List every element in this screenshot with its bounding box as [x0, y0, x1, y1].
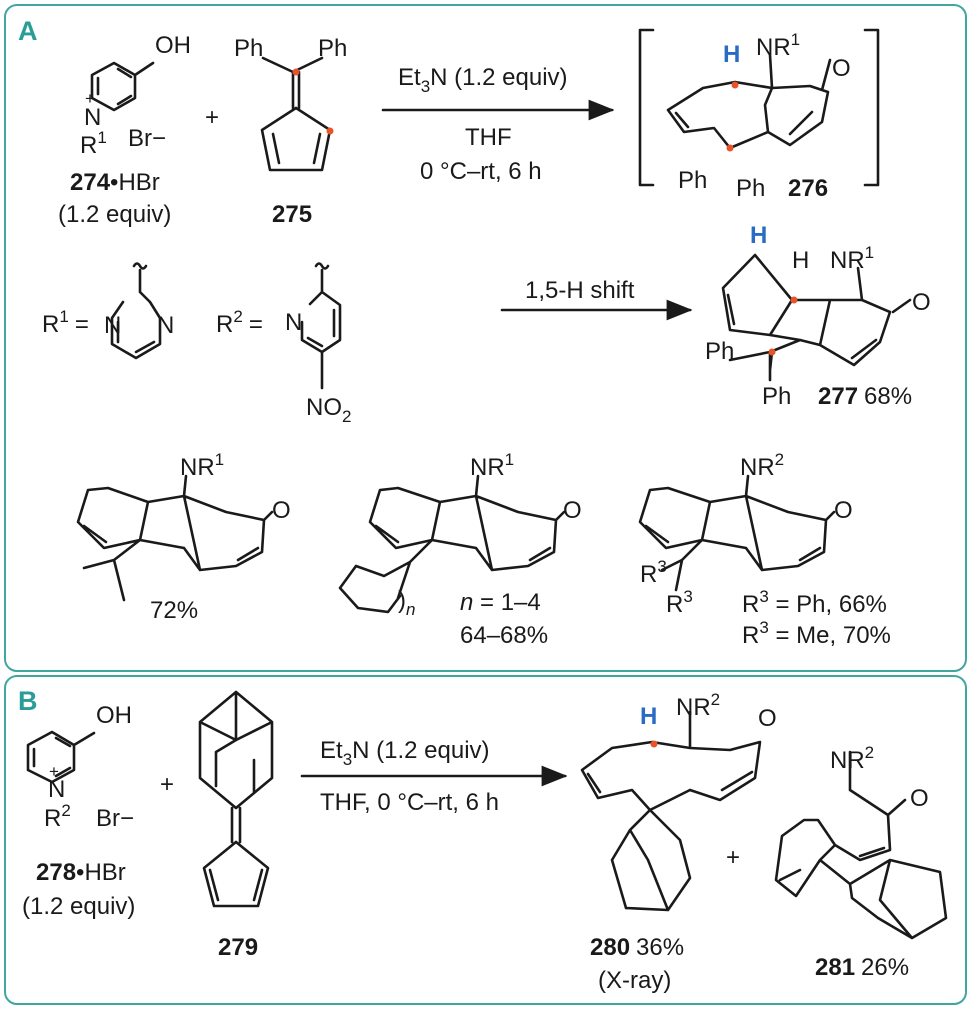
migrating-hydrogen-276: H: [723, 41, 740, 68]
phenyl-277-bottom: Ph: [762, 383, 791, 410]
compound-278-structure: [26, 730, 96, 784]
plus-sign-b: +: [160, 771, 174, 798]
scope-3-r3-lower: R3: [666, 587, 693, 618]
hydrogen-277: H: [792, 247, 809, 274]
scope-3-structure: [638, 474, 836, 592]
intermediate-276-structure: [638, 28, 880, 187]
compound-279-structure: [198, 690, 274, 908]
bromide-counterion: Br−: [128, 125, 166, 152]
conditions-b-reagent: Et3N (1.2 equiv): [320, 737, 490, 769]
compound-274-label: 274•HBr: [70, 169, 160, 196]
nitro-group: NO2: [306, 394, 351, 426]
plus-sign: +: [205, 104, 219, 131]
pyrimidine-n1: N: [104, 312, 121, 339]
product-281-structure: [774, 750, 948, 940]
r1-definition: R1=: [42, 307, 89, 338]
conditions-solvent: THF: [465, 124, 512, 151]
compound-274-structure: [90, 61, 155, 112]
pyrimidine-n2: N: [157, 312, 174, 339]
product-280-structure: [580, 710, 762, 912]
scope-1-nr: NR1: [180, 450, 224, 481]
panel-b-frame: [4, 675, 967, 1005]
compound-274-equiv: (1.2 equiv): [58, 201, 171, 228]
phenyl-left: Ph: [234, 35, 263, 62]
scope-3-yield-me: R3 = Me, 70%: [742, 618, 891, 649]
pyrimidine-structure: [110, 262, 162, 360]
r1-substituent: R1: [80, 128, 107, 159]
positive-charge-278: +: [49, 762, 59, 781]
compound-275-label: 275: [272, 201, 312, 228]
product-280-xray-note: (X-ray): [598, 967, 671, 994]
nr2-bridge-280: NR2: [676, 690, 720, 721]
compound-278-equiv: (1.2 equiv): [22, 893, 135, 920]
r2-definition: R2=: [216, 307, 263, 338]
phenyl-276-right: Ph: [736, 175, 765, 202]
carbonyl-o-277: O: [912, 289, 931, 316]
product-277-structure: [721, 253, 912, 382]
scope-3-nr: NR2: [740, 450, 784, 481]
migrated-hydrogen-280: H: [640, 703, 657, 730]
phenyl-277-top: Ph: [705, 338, 734, 365]
pyridinium-n-278: N: [48, 776, 65, 803]
carbonyl-o-280: O: [758, 705, 777, 732]
compound-279-label: 279: [218, 934, 258, 961]
phenyl-276-left: Ph: [678, 167, 707, 194]
hydride-shift-label: 1,5-H shift: [525, 277, 635, 304]
scope-2-yield: 64–68%: [460, 622, 548, 649]
oh-group-278: OH: [96, 702, 132, 729]
scope-1-yield: 72%: [150, 597, 198, 624]
phenyl-right: Ph: [318, 35, 347, 62]
scope-3-carbonyl-o: O: [834, 497, 853, 524]
scope-3-yield-ph: R3 = Ph, 66%: [742, 587, 887, 618]
oh-group: OH: [155, 32, 191, 59]
nr1-bridge-277: NR1: [830, 243, 874, 274]
positive-charge: +: [85, 89, 95, 108]
r2-substituent: R2: [44, 801, 71, 832]
scope-2-carbonyl-o: O: [563, 497, 582, 524]
nitropyridine-structure: [300, 262, 342, 390]
scope-1-structure: [76, 474, 274, 602]
nr1-bridge-276: NR1: [756, 30, 800, 61]
scope-2-nr: NR1: [470, 450, 514, 481]
carbonyl-o-276: O: [832, 55, 851, 82]
scope-3-r3-upper: R3: [640, 557, 667, 588]
pyridine-n-r2: N: [285, 309, 302, 336]
scope-2-structure: [338, 474, 566, 614]
panel-a-label: A: [18, 16, 38, 46]
migrated-hydrogen-277: H: [750, 222, 767, 249]
scope-2-n-range: n = 1–4: [460, 589, 541, 616]
bromide-counterion-278: Br−: [96, 805, 134, 832]
panel-a-frame: [4, 4, 967, 672]
pyridinium-n: N: [84, 104, 101, 131]
compound-278-label: 278•HBr: [36, 859, 126, 886]
intermediate-276-label: 276: [788, 175, 828, 202]
conditions-b-solvent-temp: THF, 0 °C–rt, 6 h: [320, 789, 499, 816]
nr2-bridge-281: NR2: [830, 743, 874, 774]
scope-2-ring-paren: )n: [398, 587, 415, 619]
plus-sign-b-2: +: [726, 844, 740, 871]
compound-275-structure: [260, 56, 334, 172]
panel-b-label: B: [18, 686, 38, 716]
carbonyl-o-281: O: [910, 785, 929, 812]
conditions-temp-time: 0 °C–rt, 6 h: [420, 158, 542, 185]
scope-1-carbonyl-o: O: [272, 497, 291, 524]
conditions-reagent: Et3N (1.2 equiv): [398, 64, 568, 96]
